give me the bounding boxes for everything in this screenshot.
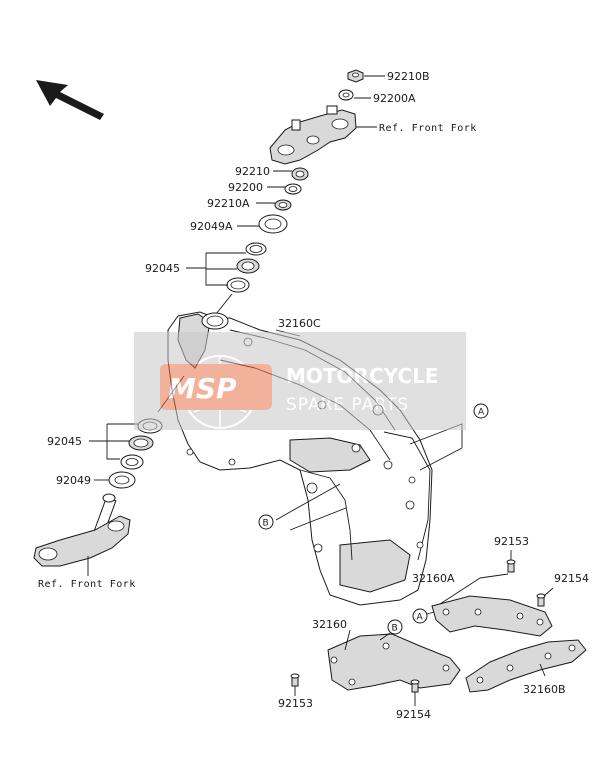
upper-triple-clamp-icon [269,105,357,165]
part-label-32160C: 32160C [278,317,321,330]
watermark-line1: MOTORCYCLE [286,364,438,388]
part-label-92045-bottom: 92045 [47,435,82,448]
part-label-92210B: 92210B [387,70,430,83]
bolt-part-icon [506,559,516,573]
callout-a-frame: A [478,408,485,418]
bracket-32160A-icon [431,595,553,637]
part-label-92210A: 92210A [207,197,250,210]
seal-part-icon [258,214,288,234]
part-label-92049A: 92049A [190,220,233,233]
watermark-logo: MSP [168,372,237,405]
part-label-92154-bottom: 92154 [396,708,431,721]
bolt-part-icon [410,679,420,693]
lock-nut-icon [274,199,292,211]
bolt-part-icon [290,673,300,687]
ref-front-fork-bottom: Ref. Front Fork [38,579,136,590]
washer-part-icon [338,89,354,101]
nut-part-icon [347,69,364,83]
lower-triple-clamp-icon [33,493,131,567]
watermark: MSP MOTORCYCLE SPARE PARTS [134,332,466,430]
part-label-92153-top: 92153 [494,535,529,548]
part-label-92049: 92049 [56,474,91,487]
callout-a-bracket: A [417,613,424,623]
stem-washer-icon [284,183,302,195]
bolt-part-icon [536,593,546,607]
lower-seal-icon [108,471,136,489]
part-label-92045-top: 92045 [145,262,180,275]
stem-nut-icon [291,167,309,181]
part-label-92200: 92200 [228,181,263,194]
part-label-32160: 32160 [312,618,347,631]
watermark-line2: SPARE PARTS [286,395,409,415]
part-label-92153-bottom: 92153 [278,697,313,710]
part-label-92200A: 92200A [373,92,416,105]
callout-b-bracket: B [392,624,398,634]
part-label-32160A: 32160A [412,572,455,585]
part-label-92210: 92210 [235,165,270,178]
bracket-32160-icon [327,633,461,691]
arrow-up-left-icon [36,80,104,120]
bearing-part-icon [226,242,267,293]
part-label-32160B: 32160B [523,683,566,696]
bracket-32160B-icon [465,639,587,693]
ref-front-fork-top: Ref. Front Fork [379,123,477,134]
callout-b-frame: B [263,519,269,529]
part-label-92154-right: 92154 [554,572,589,585]
